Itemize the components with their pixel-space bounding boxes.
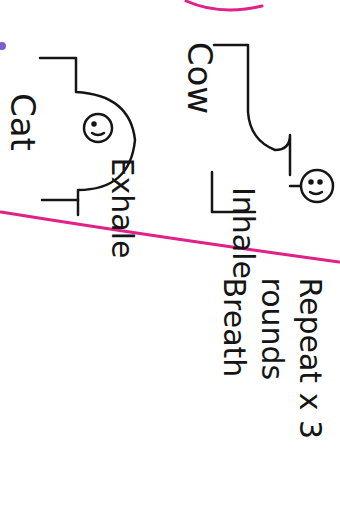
handwritten-label: Inhale bbox=[225, 187, 261, 279]
handwritten-label: Cat bbox=[3, 93, 43, 151]
handwritten-label: Exhale bbox=[104, 158, 140, 259]
pink-arcs bbox=[1, 1, 339, 262]
margin-dot bbox=[0, 42, 6, 50]
cow-figure bbox=[212, 45, 333, 212]
handwritten-label: Repeat x 3 rounds Breath bbox=[215, 278, 329, 453]
handwritten-label: Cow bbox=[180, 42, 220, 114]
